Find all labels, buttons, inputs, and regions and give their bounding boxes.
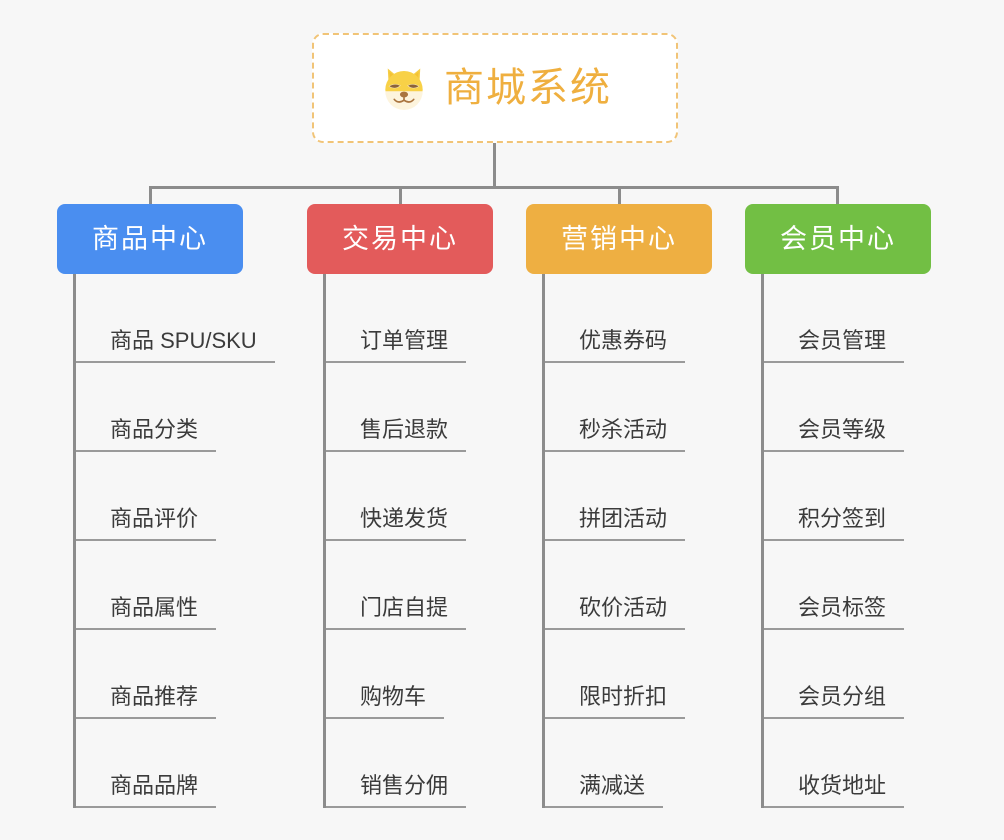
leaf-label: 限时折扣 [545, 684, 686, 719]
leaf-label: 会员管理 [764, 328, 905, 363]
connector-drop-2 [618, 186, 621, 206]
leaf-label: 收货地址 [764, 773, 905, 808]
connector-drop-1 [399, 186, 402, 206]
category-column-3: 会员中心 会员管理 会员等级 积分签到 会员标签 会员分组 收货地址 [745, 204, 931, 808]
list-item[interactable]: 销售分佣 [326, 719, 467, 808]
leaf-label: 会员分组 [764, 684, 905, 719]
leaf-label: 订单管理 [326, 328, 467, 363]
category-header-3[interactable]: 会员中心 [745, 204, 931, 274]
list-item[interactable]: 快递发货 [326, 452, 467, 541]
list-item[interactable]: 限时折扣 [545, 630, 686, 719]
connector-drop-0 [149, 186, 152, 206]
leaf-label: 优惠券码 [545, 328, 686, 363]
list-item[interactable]: 拼团活动 [545, 452, 686, 541]
leaf-label: 快递发货 [326, 506, 467, 541]
list-item[interactable]: 会员管理 [764, 274, 905, 363]
list-item[interactable]: 会员标签 [764, 541, 905, 630]
leaf-label: 满减送 [545, 773, 664, 808]
leaf-label: 拼团活动 [545, 506, 686, 541]
list-item[interactable]: 商品属性 [76, 541, 275, 630]
leaf-label: 积分签到 [764, 506, 905, 541]
category-header-1[interactable]: 交易中心 [307, 204, 493, 274]
leaf-label: 商品评价 [76, 506, 217, 541]
leaf-label: 售后退款 [326, 417, 467, 452]
root-node-shop-system[interactable]: 商城系统 [312, 33, 678, 143]
list-item[interactable]: 门店自提 [326, 541, 467, 630]
leaf-label: 砍价活动 [545, 595, 686, 630]
leaf-label: 销售分佣 [326, 773, 467, 808]
list-item[interactable]: 秒杀活动 [545, 363, 686, 452]
list-item[interactable]: 砍价活动 [545, 541, 686, 630]
category-label-2: 营销中心 [561, 223, 677, 254]
list-item[interactable]: 收货地址 [764, 719, 905, 808]
connector-horizontal-bus [150, 186, 838, 189]
leaf-label: 门店自提 [326, 595, 467, 630]
list-item[interactable]: 商品 SPU/SKU [76, 274, 275, 363]
leaf-list-1: 订单管理 售后退款 快递发货 门店自提 购物车 销售分佣 [323, 274, 467, 808]
connector-drop-3 [836, 186, 839, 206]
list-item[interactable]: 商品分类 [76, 363, 275, 452]
leaf-label: 购物车 [326, 684, 445, 719]
category-column-2: 营销中心 优惠券码 秒杀活动 拼团活动 砍价活动 限时折扣 满减送 [526, 204, 712, 808]
leaf-list-0: 商品 SPU/SKU 商品分类 商品评价 商品属性 商品推荐 商品品牌 [73, 274, 275, 808]
category-label-0: 商品中心 [92, 223, 208, 254]
leaf-label: 秒杀活动 [545, 417, 686, 452]
list-item[interactable]: 会员分组 [764, 630, 905, 719]
list-item[interactable]: 订单管理 [326, 274, 467, 363]
shiba-dog-face-icon [385, 68, 423, 110]
leaf-label: 会员等级 [764, 417, 905, 452]
leaf-list-2: 优惠券码 秒杀活动 拼团活动 砍价活动 限时折扣 满减送 [542, 274, 686, 808]
category-column-0: 商品中心 商品 SPU/SKU 商品分类 商品评价 商品属性 商品推荐 商品品牌 [57, 204, 275, 808]
leaf-label: 商品属性 [76, 595, 217, 630]
leaf-label: 商品分类 [76, 417, 217, 452]
list-item[interactable]: 商品推荐 [76, 630, 275, 719]
category-column-1: 交易中心 订单管理 售后退款 快递发货 门店自提 购物车 销售分佣 [307, 204, 493, 808]
category-label-1: 交易中心 [342, 223, 458, 254]
root-node-title: 商城系统 [444, 66, 612, 110]
list-item[interactable]: 商品评价 [76, 452, 275, 541]
list-item[interactable]: 优惠券码 [545, 274, 686, 363]
leaf-label: 商品 SPU/SKU [76, 328, 275, 363]
list-item[interactable]: 商品品牌 [76, 719, 275, 808]
leaf-list-3: 会员管理 会员等级 积分签到 会员标签 会员分组 收货地址 [761, 274, 905, 808]
list-item[interactable]: 积分签到 [764, 452, 905, 541]
list-item[interactable]: 会员等级 [764, 363, 905, 452]
list-item[interactable]: 购物车 [326, 630, 466, 719]
category-header-0[interactable]: 商品中心 [57, 204, 243, 274]
connector-root-stem [493, 143, 496, 189]
category-label-3: 会员中心 [780, 223, 896, 254]
list-item[interactable]: 满减送 [545, 719, 685, 808]
category-header-2[interactable]: 营销中心 [526, 204, 712, 274]
list-item[interactable]: 售后退款 [326, 363, 467, 452]
leaf-label: 商品品牌 [76, 773, 217, 808]
leaf-label: 会员标签 [764, 595, 905, 630]
leaf-label: 商品推荐 [76, 684, 217, 719]
